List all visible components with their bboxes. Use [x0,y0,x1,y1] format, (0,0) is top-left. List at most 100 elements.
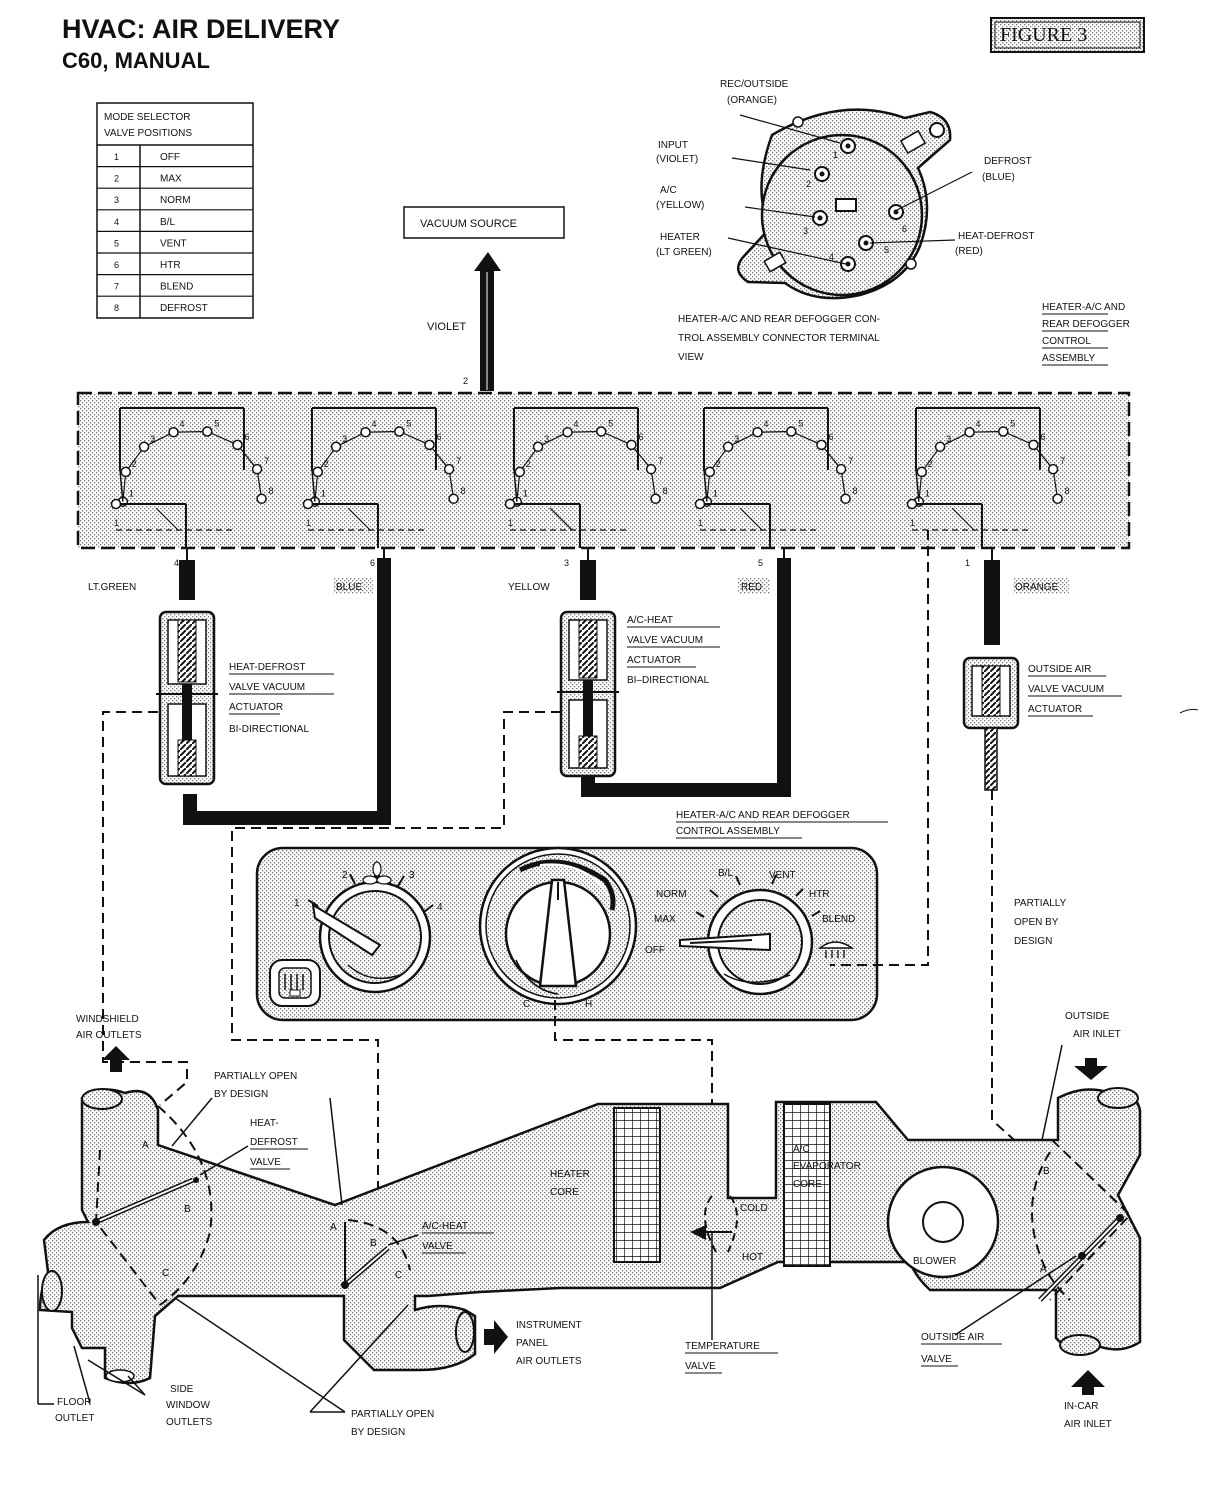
orange-terminal: 1 [965,558,970,568]
switch-contact-number: 7 [658,456,663,466]
switch-contact-number: 8 [269,486,274,496]
mode-row-label: MAX [160,174,182,185]
temp-cold-label: C [523,999,530,1010]
switch-contact-number: 4 [574,419,579,429]
mode-row-number: 2 [114,174,119,184]
mode-selector-knob[interactable]: NORM B/L VENT HTR MAX BLEND OFF [645,868,855,996]
switch-contact [448,493,459,505]
red-terminal: 5 [758,558,763,568]
switch-contact-number: 7 [264,456,269,466]
heater-label: HEATER [660,232,700,243]
switch-contact [256,493,267,505]
red-hose-label: RED [741,582,762,593]
mode-htr: HTR [809,889,830,900]
switch-contact-number: 5 [406,418,411,428]
cold-label: COLD [740,1203,768,1214]
switch-contact [752,426,763,438]
mode-norm: NORM [656,889,687,900]
heat-defrost-valve-label-2: DEFROST [250,1137,298,1148]
rec-outside-label: REC/OUTSIDE [720,79,789,90]
outside-air-actuator: OUTSIDE AIR VALVE VACUUM ACTUATOR [962,656,1199,791]
ac-label: A/C [660,185,677,196]
switch-contact-number: 1 [910,518,915,528]
switch-contact [998,426,1009,437]
ac-heat-actuator-label-3: ACTUATOR [627,655,681,666]
instrument-panel-arrow-icon [484,1320,508,1354]
floor-outlet-label-1: FLOOR [57,1397,91,1408]
switch-contact [1052,493,1063,505]
switch-contact-number: 4 [180,419,185,429]
mode-row-label: B/L [160,217,175,228]
outside-air-actuator-label-2: VALVE VACUUM [1028,684,1104,695]
switch-contact [424,439,435,451]
switch-contact [360,426,371,438]
switch-contact [704,466,716,478]
switch-contact-number: 6 [1040,432,1045,442]
control-assembly-label: HEATER-A/C AND REAR DEFOGGER CONTROL ASS… [1042,302,1130,366]
temperature-valve-label-1: TEMPERATURE [685,1341,760,1352]
switch-contact-number: 6 [436,432,441,442]
switch-contact [964,426,975,438]
partially-open-top-2: BY DESIGN [214,1089,268,1100]
switch-contact-number: 5 [1010,418,1015,428]
violet-vacuum-line: VIOLET 2 [427,252,501,391]
mode-row-label: VENT [160,238,187,249]
fan-speed-knob[interactable]: 1 2 3 4 [294,861,443,994]
switch-contact [514,466,526,478]
heat-defrost-actuator-label-1: HEAT-DEFROST [229,662,305,673]
connector-pin-number: 1 [833,150,838,160]
instrument-panel-label-2: PANEL [516,1338,548,1349]
switch-contact-number: 1 [698,518,703,528]
rec-outside-color: (ORANGE) [727,95,777,106]
partially-open-right-1: PARTIALLY [1014,898,1067,909]
heat-defrost-valve-label-1: HEAT- [250,1118,279,1129]
switch-contact-number: 8 [663,486,668,496]
ac-heat-valve-label-1: A/C-HEAT [422,1221,468,1232]
switch-contact-number: 3 [946,434,951,444]
yellow-hose-label: YELLOW [508,582,550,593]
heat-defrost-actuator: HEAT-DEFROST VALVE VACUUM ACTUATOR BI-DI… [156,610,334,786]
switch-contact-number: 1 [321,489,326,499]
switch-contact [645,463,657,475]
control-panel: HEATER-A/C AND REAR DEFOGGER CONTROL ASS… [255,810,888,1022]
mode-max: MAX [654,914,676,925]
partially-open-right-3: DESIGN [1014,936,1052,947]
control-panel-label-2: CONTROL ASSEMBLY [676,826,780,837]
mode-row-number: 6 [114,260,119,270]
heater-core-label-2: CORE [550,1187,579,1198]
temperature-knob[interactable]: C H [478,846,638,1010]
switch-contact [562,426,573,438]
instrument-panel-label-1: INSTRUMENT [516,1320,582,1331]
duct-system: A B C A B C B A WINDSHIELD AIR OUTLETS P… [37,898,1142,1438]
violet-terminal-number: 2 [463,376,468,386]
connector-pin-number: 3 [803,226,808,236]
temperature-valve-label-2: VALVE [685,1361,716,1372]
floor-outlet-label-2: OUTLET [55,1413,94,1424]
connector-pin-number: 5 [884,245,889,255]
connector-pin-center [893,209,899,215]
partially-open-right-2: OPEN BY [1014,917,1059,928]
connector-pin-center [845,143,851,149]
ach-door-b: B [370,1238,377,1249]
switch-contact-number: 1 [523,489,528,499]
control-assembly-label-2: REAR DEFOGGER [1042,319,1130,330]
switch-contact-number: 4 [764,419,769,429]
switch-contact [120,466,132,478]
heat-defrost-actuator-label-4: BI-DIRECTIONAL [229,724,309,735]
switch-contact-number: 7 [456,456,461,466]
switch-contact-number: 8 [1065,486,1070,496]
connector-caption-1: HEATER-A/C AND REAR DEFOGGER CON- [678,314,880,325]
switch-contact-number: 2 [132,459,137,469]
connector-pin-center [819,171,825,177]
switch-contact-number: 3 [734,434,739,444]
control-assembly-label-4: ASSEMBLY [1042,353,1095,364]
blue-terminal: 6 [370,558,375,568]
switch-contact [626,439,637,451]
mode-row-label: HTR [160,260,181,271]
switch-contact-number: 2 [526,459,531,469]
rear-defogger-button[interactable] [269,959,321,1007]
input-label: INPUT [658,140,688,151]
